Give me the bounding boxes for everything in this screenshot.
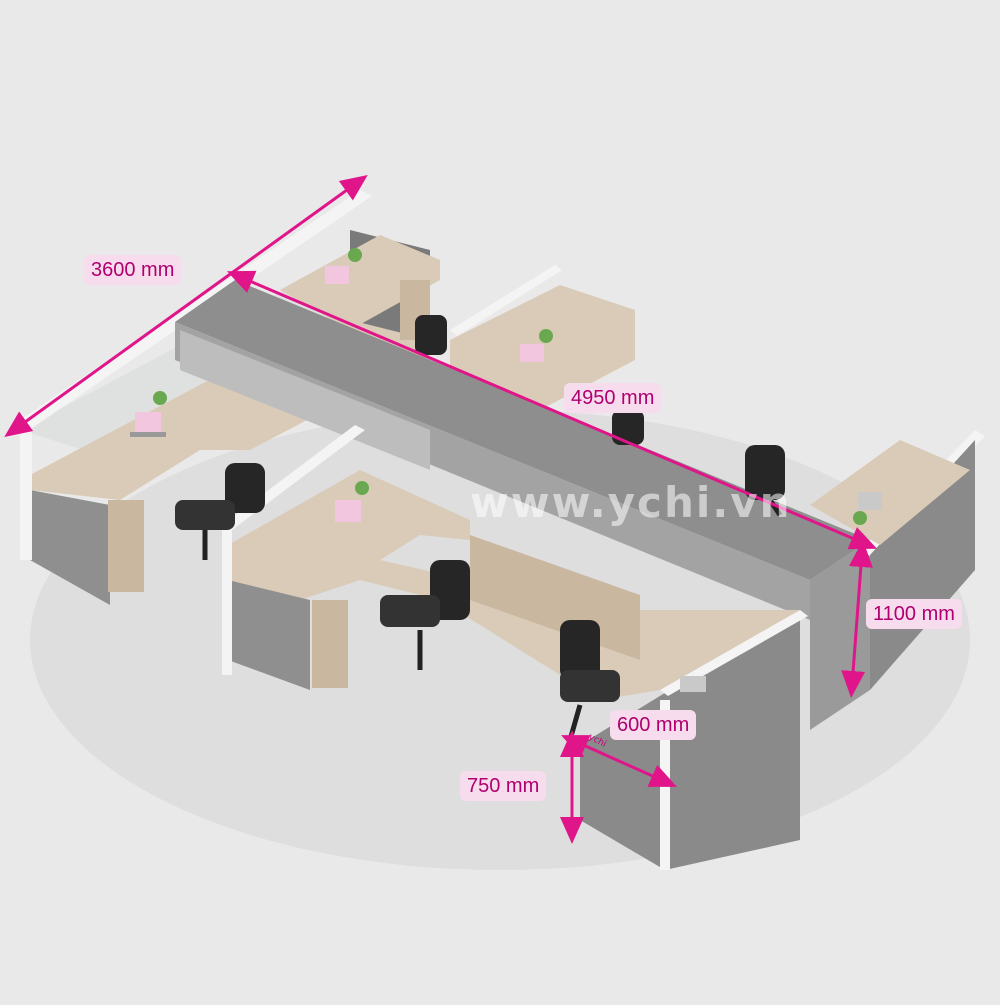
office-chair-icon	[612, 410, 644, 445]
drawer-pedestal-icon	[108, 500, 144, 592]
dimension-line-600	[561, 735, 677, 787]
dimension-line-3600	[4, 174, 368, 438]
dimension-label-4950: 4950 mm	[564, 383, 662, 413]
plant-icon	[539, 329, 553, 343]
laptop-icon	[680, 676, 706, 692]
dimension-label-600: 600 mm	[610, 710, 697, 740]
laptop-icon	[858, 492, 882, 510]
laptop-icon	[335, 500, 361, 522]
plant-icon	[153, 391, 167, 405]
plant-icon	[853, 511, 867, 525]
laptop-icon	[325, 266, 349, 284]
office-chair-icon	[415, 315, 447, 355]
office-chair-icon	[380, 560, 470, 670]
dimension-label-3600: 3600 mm	[84, 255, 182, 285]
dimension-label-1100: 1100 mm	[866, 599, 962, 629]
plant-icon	[355, 481, 369, 495]
watermark-text: www.ychi.vn	[470, 478, 792, 527]
dimension-label-750: 750 mm	[460, 771, 547, 801]
dimension-line-4950	[226, 270, 878, 550]
dimension-line-1100	[841, 540, 873, 698]
laptop-icon	[520, 344, 544, 362]
laptop-icon	[130, 412, 166, 437]
plant-icon	[348, 248, 362, 262]
